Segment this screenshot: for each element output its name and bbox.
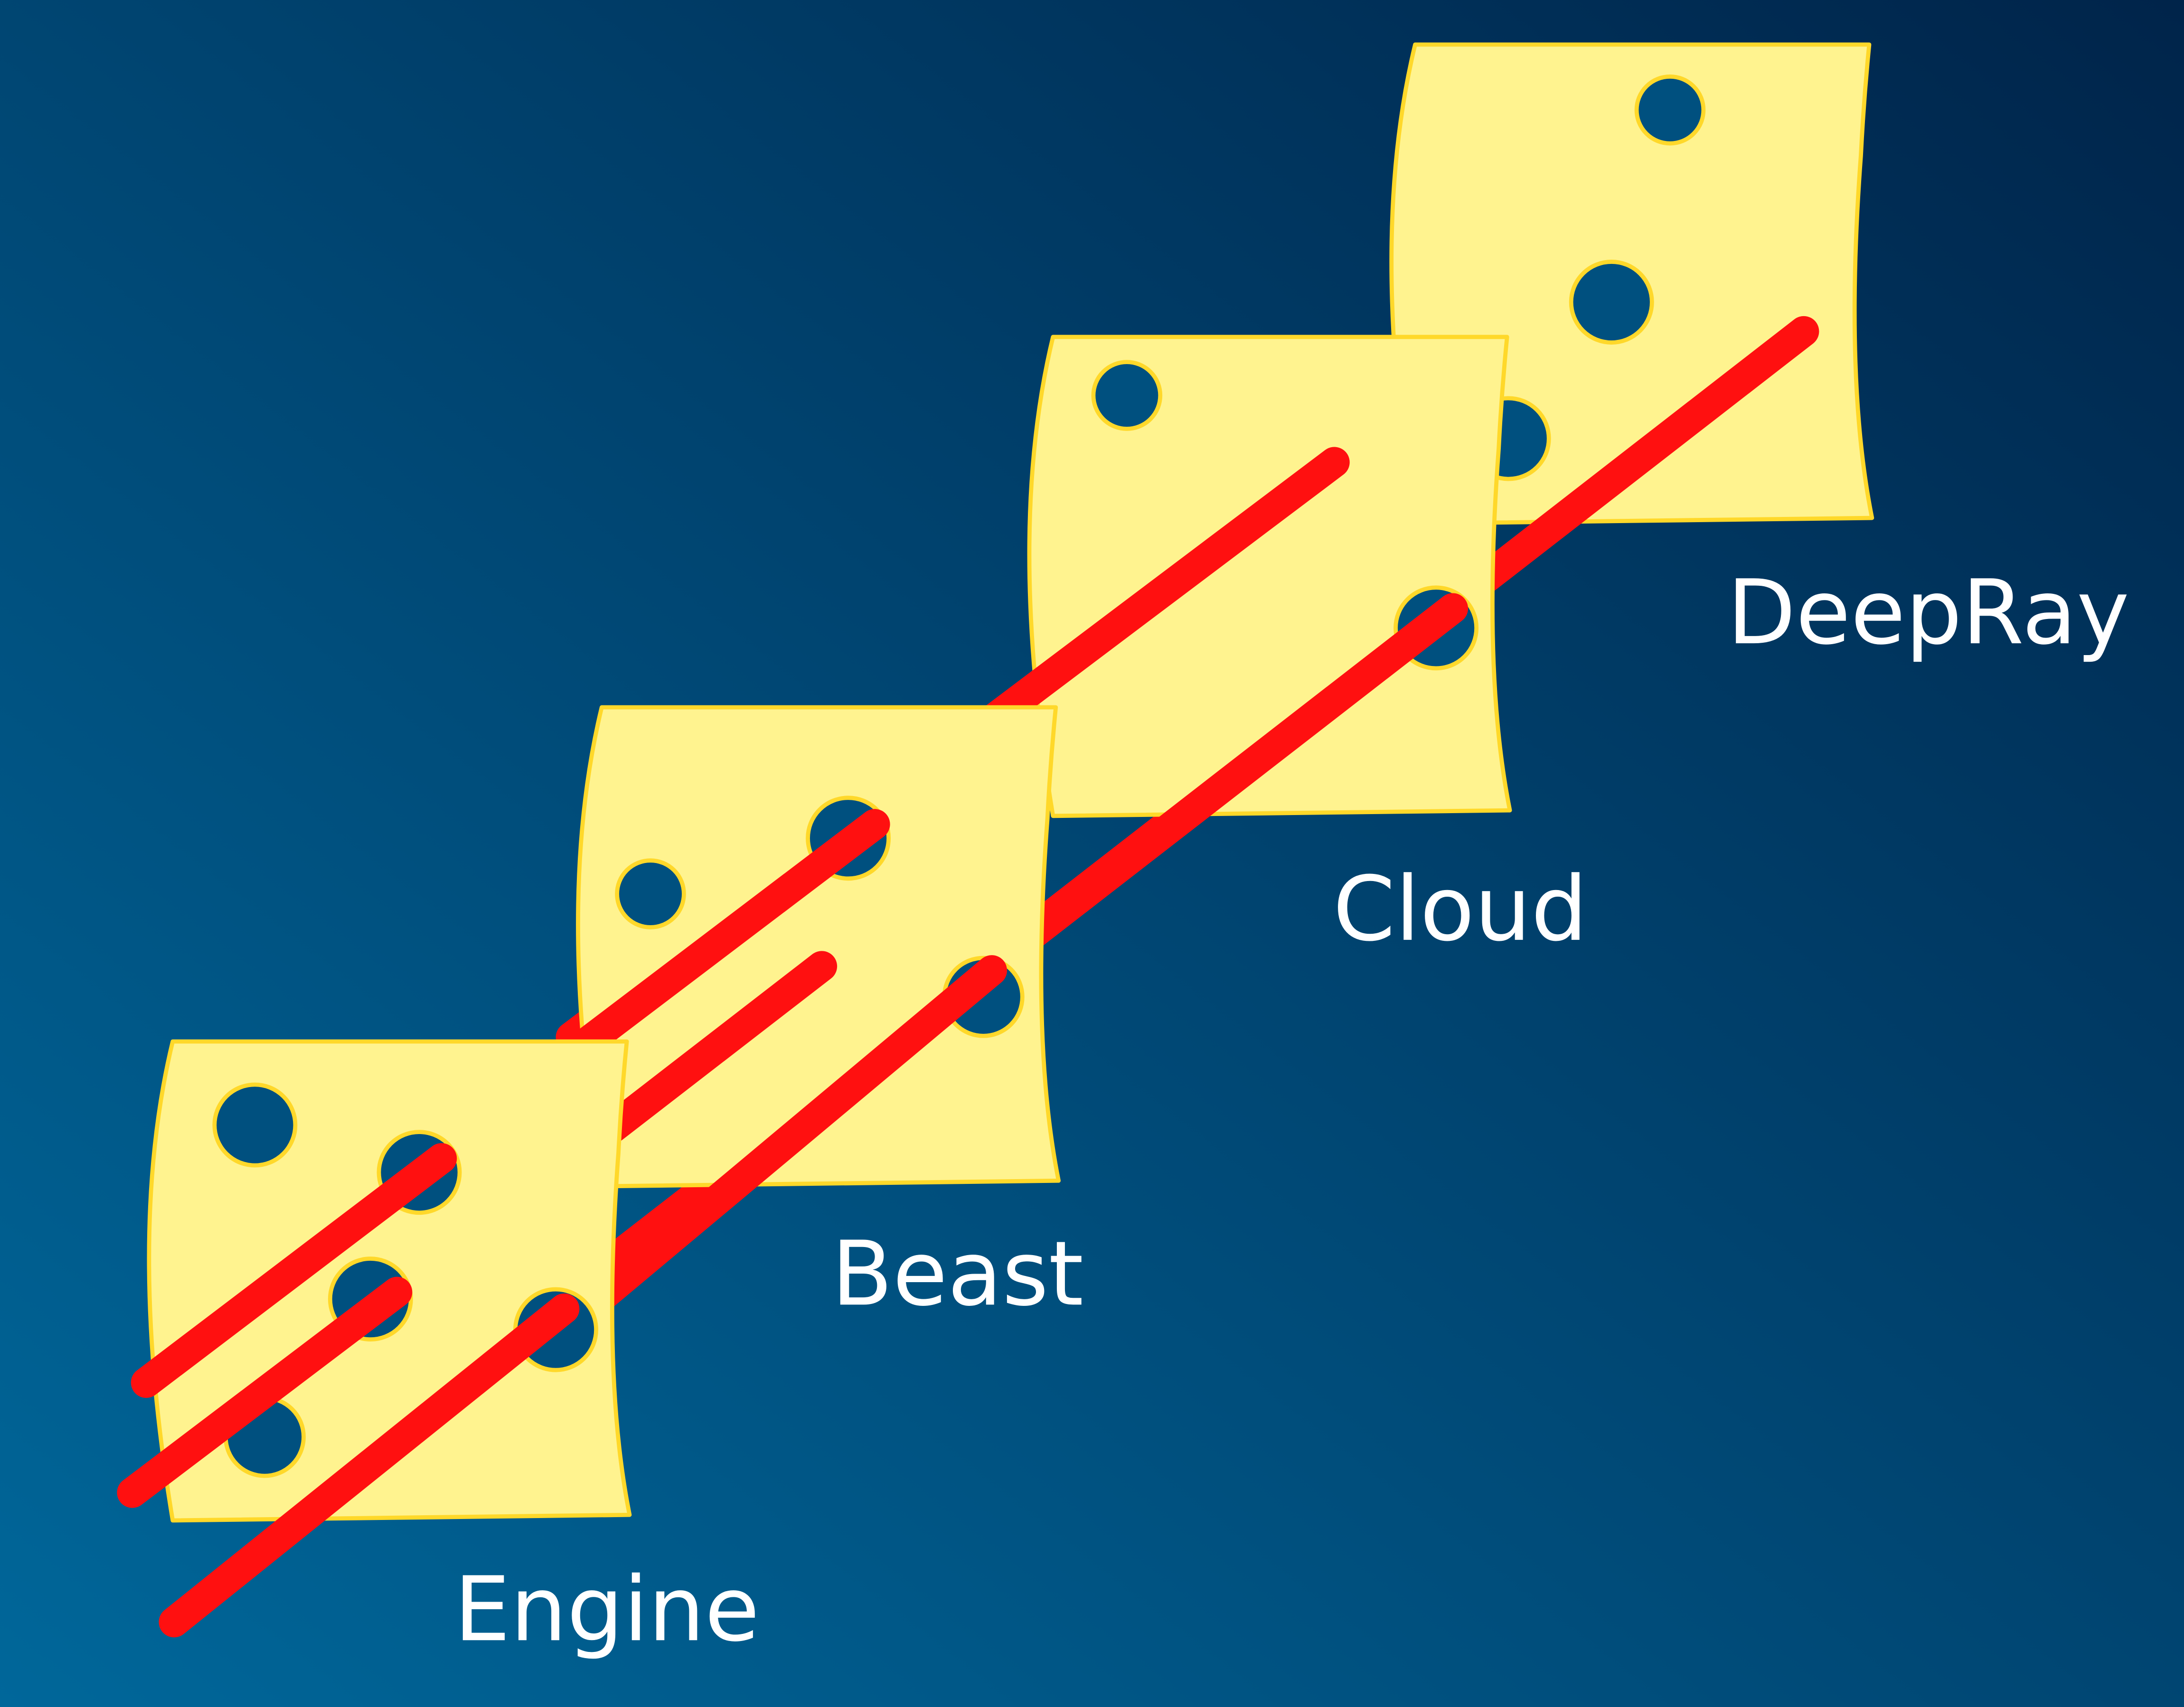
cheese-slice-deepray xyxy=(1389,42,1874,526)
hazard-trajectory-line xyxy=(131,1143,457,1398)
slice-hole xyxy=(212,1082,298,1168)
hazard-trajectory-line xyxy=(117,1276,413,1508)
hazard-trajectory-line xyxy=(597,951,838,1144)
slice-hole xyxy=(615,858,686,929)
layer-label-deepray: DeepRay xyxy=(1727,561,2129,665)
layer-label-engine: Engine xyxy=(454,1558,759,1661)
cheese-slice-cloud xyxy=(1027,335,1512,818)
layer-label-cloud: Cloud xyxy=(1333,858,1588,961)
hazard-trajectory-line xyxy=(159,1293,580,1638)
slice-hole xyxy=(1569,260,1654,345)
layer-label-beast: Beast xyxy=(831,1222,1083,1326)
hazard-trajectory-line xyxy=(542,809,890,1081)
slice-body xyxy=(1027,335,1512,818)
hazard-trajectory-line xyxy=(584,955,1007,1314)
slice-hole xyxy=(1634,74,1706,146)
slice-hole xyxy=(1091,360,1163,431)
